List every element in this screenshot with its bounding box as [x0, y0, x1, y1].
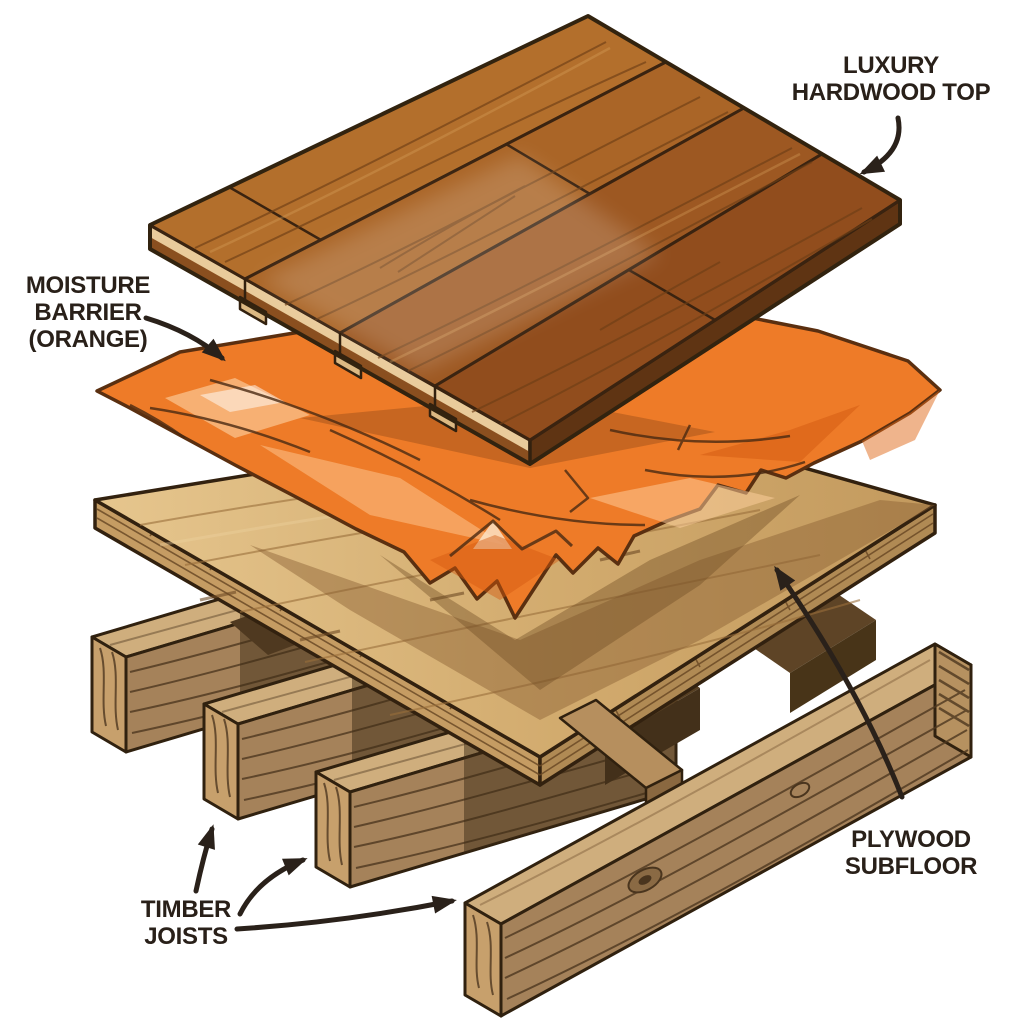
- label-line: (ORANGE): [28, 326, 148, 353]
- arrow-to-joist-1: [193, 824, 215, 894]
- label-luxury-hardwood-top: LUXURY HARDWOOD TOP: [792, 52, 991, 106]
- label-timber-joists: TIMBER JOISTS: [140, 896, 232, 950]
- plywood-shadow-band: [250, 500, 935, 720]
- arrow-to-joist-2: [237, 857, 308, 917]
- annotation-arrows: [143, 115, 905, 932]
- arrow-to-moisture-barrier: [143, 315, 226, 362]
- label-line: JOISTS: [144, 923, 228, 950]
- arrow-to-front-joist: [234, 895, 457, 932]
- label-line: BARRIER: [34, 299, 142, 326]
- hardwood-outline: [148, 14, 902, 466]
- label-line: LUXURY: [843, 52, 939, 79]
- plywood-shadow-band-dark: [380, 495, 800, 690]
- joist-grain-lines: [472, 650, 970, 1000]
- moisture-barrier-creases: [129, 378, 806, 558]
- label-line: TIMBER: [140, 896, 232, 923]
- label-line: HARDWOOD TOP: [791, 79, 991, 106]
- wood-knot: [627, 781, 811, 894]
- arrow-to-hardwood-top: [859, 115, 902, 175]
- shadow-block: [790, 620, 876, 713]
- label-line: SUBFLOOR: [844, 853, 978, 880]
- front-timber-joist: [463, 642, 973, 1018]
- label-line: MOISTURE: [25, 272, 151, 299]
- arrow-to-plywood-subfloor: [774, 565, 905, 800]
- label-line: PLYWOOD: [851, 826, 971, 853]
- hardwood-top-layer: [148, 14, 902, 466]
- hardwood-edge-seam-marks: [243, 279, 437, 410]
- label-plywood-subfloor: PLYWOOD SUBFLOOR: [844, 826, 978, 880]
- moisture-barrier-layer: [95, 305, 942, 620]
- hardwood-sheen: [260, 155, 660, 372]
- label-moisture-barrier: MOISTURE BARRIER (ORANGE): [25, 272, 151, 353]
